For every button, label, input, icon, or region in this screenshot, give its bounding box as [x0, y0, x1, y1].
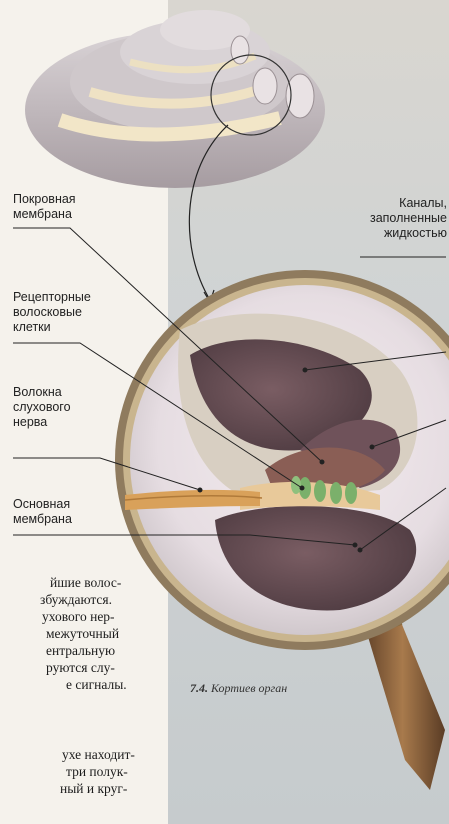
label-line: Каналы,: [370, 196, 447, 211]
label-receptor-hair-cells: Рецепторные волосковые клетки: [13, 290, 91, 335]
label-line: клетки: [13, 320, 91, 335]
label-line: мембрана: [13, 207, 76, 222]
label-line: волосковые: [13, 305, 91, 320]
text-line: йшие волос-: [0, 574, 127, 591]
label-line: Рецепторные: [13, 290, 91, 305]
body-paragraph-2: ухе находит- три полук- ный и круг-: [0, 746, 135, 797]
figure-title: Кортиев орган: [211, 681, 287, 695]
label-line: Основная: [13, 497, 72, 512]
label-line: заполненные: [370, 211, 447, 226]
label-line: слухового: [13, 400, 71, 415]
label-auditory-nerve: Волокна слухового нерва: [13, 385, 71, 430]
label-tectorial-membrane: Покровная мембрана: [13, 192, 76, 222]
text-line: руются слу-: [0, 659, 127, 676]
body-paragraph-1: йшие волос- збуждаются. ухового нер- меж…: [0, 574, 127, 693]
label-line: жидкостью: [370, 226, 447, 241]
text-line: збуждаются.: [0, 591, 127, 608]
figure-number: 7.4.: [190, 681, 208, 695]
text-line: е сигналы.: [0, 676, 127, 693]
text-line: ухе находит-: [0, 746, 135, 763]
cochlea-shell: [25, 10, 325, 188]
text-line: три полук-: [0, 763, 135, 780]
label-line: нерва: [13, 415, 71, 430]
text-line: межуточный: [0, 625, 127, 642]
figure-caption: 7.4. Кортиев орган: [190, 681, 287, 696]
text-line: ный и круг-: [0, 780, 135, 797]
label-line: Волокна: [13, 385, 71, 400]
label-line: мембрана: [13, 512, 72, 527]
text-line: ухового нер-: [0, 608, 127, 625]
label-fluid-canals: Каналы, заполненные жидкостью: [370, 196, 447, 241]
label-basilar-membrane: Основная мембрана: [13, 497, 72, 527]
text-line: ентральную: [0, 642, 127, 659]
label-line: Покровная: [13, 192, 76, 207]
